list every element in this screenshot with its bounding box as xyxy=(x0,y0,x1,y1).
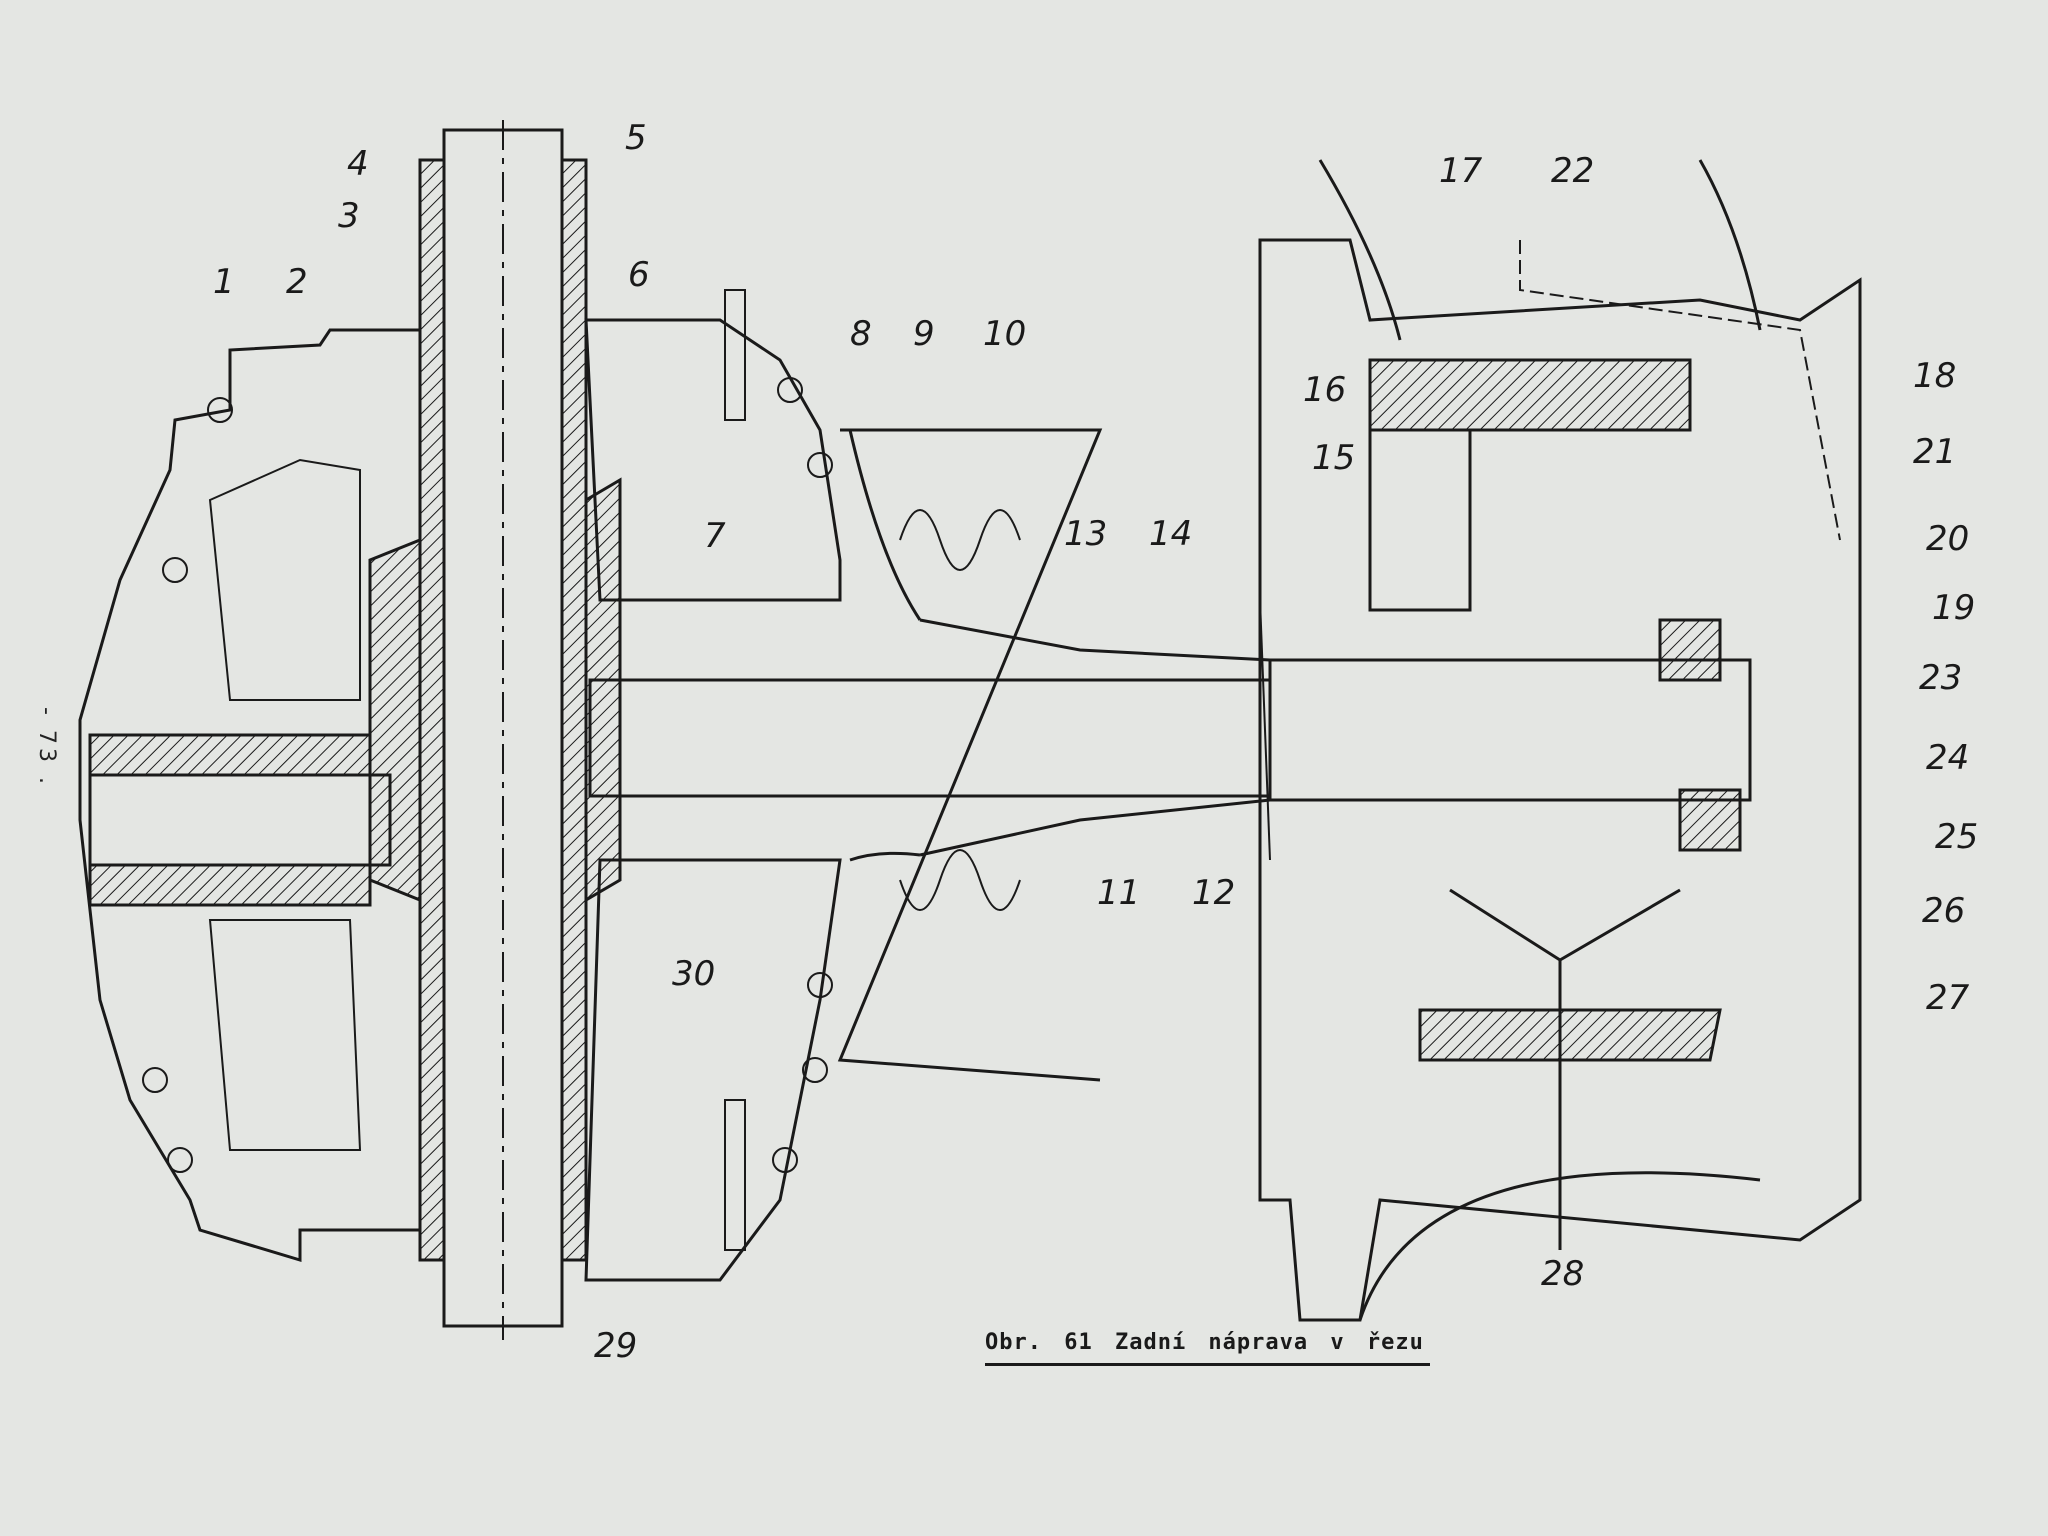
vertical-shaft xyxy=(368,120,622,1340)
callout-9: 9 xyxy=(913,314,935,354)
callout-27: 27 xyxy=(1926,978,1970,1018)
callout-6: 6 xyxy=(628,255,650,295)
callout-22: 22 xyxy=(1551,151,1594,191)
callout-17: 17 xyxy=(1439,151,1483,191)
callout-7: 7 xyxy=(704,516,726,556)
callout-28: 28 xyxy=(1541,1254,1584,1294)
callout-21: 21 xyxy=(1913,432,1956,472)
callout-4: 4 xyxy=(347,144,369,184)
callout-25: 25 xyxy=(1935,817,1978,857)
callout-20: 20 xyxy=(1926,519,1969,559)
callout-1: 1 xyxy=(213,262,235,302)
axle-shaft xyxy=(588,428,1752,1082)
callout-30: 30 xyxy=(672,954,715,994)
callout-3: 3 xyxy=(338,196,360,236)
callout-24: 24 xyxy=(1926,738,1969,778)
callout-11: 11 xyxy=(1097,873,1140,913)
callout-2: 2 xyxy=(286,262,308,302)
callout-5: 5 xyxy=(625,118,647,158)
figure-caption: Obr. 61 Zadní náprava v řezu xyxy=(985,1330,1430,1366)
callout-15: 15 xyxy=(1312,438,1355,478)
differential-housing xyxy=(584,289,842,1282)
callout-13: 13 xyxy=(1064,514,1107,554)
callout-8: 8 xyxy=(850,314,872,354)
wheel-hub xyxy=(1258,159,1862,1322)
callout-10: 10 xyxy=(983,314,1026,354)
callout-labels: 1 2 3 4 5 6 7 8 9 10 11 12 13 14 15 16 1… xyxy=(213,118,1978,1366)
callout-26: 26 xyxy=(1922,891,1965,931)
left-housing xyxy=(78,328,422,1263)
callout-23: 23 xyxy=(1919,658,1962,698)
callout-18: 18 xyxy=(1913,356,1956,396)
callout-14: 14 xyxy=(1149,514,1192,554)
callout-16: 16 xyxy=(1303,370,1346,410)
callout-12: 12 xyxy=(1192,873,1235,913)
callout-19: 19 xyxy=(1932,588,1975,628)
callout-29: 29 xyxy=(594,1326,637,1366)
